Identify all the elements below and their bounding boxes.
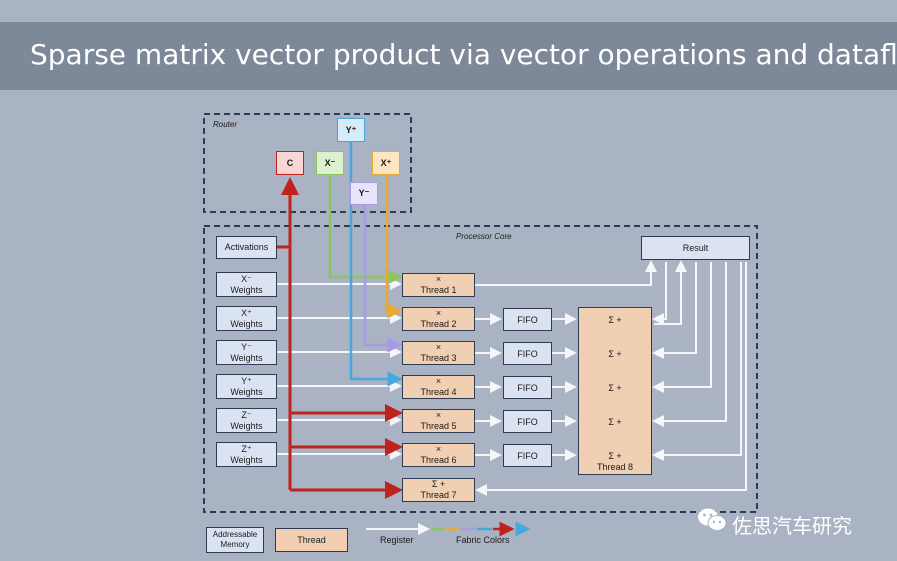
fifo-3: FIFO: [503, 376, 552, 399]
fabric-wire-xplus: [385, 176, 403, 319]
weights-dir: Y⁺: [241, 375, 252, 386]
fabric-wire-yplus: [349, 142, 403, 387]
wire-thread1-result: [475, 260, 657, 286]
fifo-label: FIFO: [517, 382, 538, 393]
sum-op-5: Σ +: [608, 451, 622, 461]
sum-op-4: Σ +: [608, 417, 622, 427]
fifo-label: FIFO: [517, 314, 538, 325]
weights-zplus: Z⁺ Weights: [216, 442, 277, 467]
port-yminus-label: Y⁻: [358, 188, 370, 198]
weights-dir: X⁻: [241, 273, 252, 284]
router-port-xminus: X⁻: [316, 151, 344, 175]
port-xminus-label: X⁻: [324, 157, 336, 168]
fifo-label: FIFO: [517, 416, 538, 427]
router-port-yminus: Y⁻: [350, 182, 378, 205]
legend-memory-box: Addressable Memory: [206, 527, 264, 553]
fifo-5: FIFO: [503, 444, 552, 467]
wire-sum1-result: [654, 260, 687, 325]
wire-result-thread7: [475, 262, 747, 496]
wechat-icon: [698, 508, 727, 531]
fifo-2: FIFO: [503, 342, 552, 365]
thread-label: Thread 4: [420, 387, 457, 397]
sum-op-1: Σ +: [608, 315, 622, 325]
weights-yplus: Y⁺ Weights: [216, 374, 277, 399]
port-c-label: C: [286, 158, 294, 168]
wire-result-sum4: [652, 262, 727, 427]
thread-5: × Thread 5: [402, 409, 475, 433]
thread-op: ×: [435, 274, 442, 284]
weights-label: Weights: [230, 352, 263, 363]
activations-box: Activations: [216, 236, 277, 259]
weights-label: Weights: [230, 420, 263, 431]
wire-result-sum5: [652, 262, 742, 461]
fifo-4: FIFO: [503, 410, 552, 433]
thread-2: × Thread 2: [402, 307, 475, 331]
thread-op: ×: [435, 410, 442, 420]
weights-dir: Z⁺: [241, 443, 252, 454]
watermark-text: 佐思汽车研究: [732, 514, 852, 538]
wire-activations-c: [277, 177, 299, 249]
fabric-wire-xminus: [328, 176, 403, 285]
legend-thread-box: Thread: [275, 528, 348, 552]
processor-core-region: [203, 225, 758, 513]
fifo-label: FIFO: [517, 348, 538, 359]
legend-memory-label: Addressable Memory: [212, 530, 258, 549]
thread-op: ×: [435, 342, 442, 352]
thread-label: Thread 1: [420, 285, 457, 295]
thread-label: Thread 2: [420, 319, 457, 329]
weights-label: Weights: [230, 284, 263, 295]
thread-op: ×: [435, 376, 442, 386]
weights-xplus: X⁺ Weights: [216, 306, 277, 331]
activations-label: Activations: [224, 242, 269, 252]
thread-label: Thread 5: [420, 421, 457, 431]
weights-dir: Z⁻: [241, 409, 252, 420]
thread-op: Σ +: [431, 479, 446, 489]
thread-8: Σ + Σ + Σ + Σ + Σ + Thread 8: [578, 307, 652, 475]
wire-result-sum1: [652, 262, 667, 325]
weights-label: Weights: [230, 386, 263, 397]
thread-4: × Thread 4: [402, 375, 475, 399]
thread-label: Thread 7: [420, 490, 457, 500]
port-yplus-label: Y⁺: [345, 124, 357, 135]
sum-thread-label: Thread 8: [596, 462, 634, 472]
thread-3: × Thread 3: [402, 341, 475, 365]
router-port-yplus: Y⁺: [337, 118, 365, 142]
fifo-1: FIFO: [503, 308, 552, 331]
result-box: Result: [641, 236, 750, 260]
router-label: Router: [213, 120, 238, 129]
weights-xminus: X⁻ Weights: [216, 272, 277, 297]
processor-core-label: Processor Core: [456, 232, 512, 241]
legend-fabric-label: Fabric Colors: [456, 535, 510, 545]
port-xplus-label: X⁺: [380, 157, 392, 168]
router-region: [203, 113, 412, 213]
title-bar: [0, 22, 897, 90]
thread-op: ×: [435, 308, 442, 318]
result-label: Result: [682, 242, 709, 253]
sum-op-3: Σ +: [608, 383, 622, 393]
thread-7: Σ + Thread 7: [402, 478, 475, 502]
thread-1: × Thread 1: [402, 273, 475, 297]
fabric-wire-yminus: [363, 205, 403, 353]
thread-6: × Thread 6: [402, 443, 475, 467]
router-port-xplus: X⁺: [372, 151, 400, 175]
weights-label: Weights: [230, 318, 263, 329]
weights-label: Weights: [230, 454, 263, 465]
weights-yminus: Y⁻ Weights: [216, 340, 277, 365]
router-port-c: C: [276, 151, 304, 175]
wire-result-sum2: [652, 262, 697, 359]
page-title: Sparse matrix vector product via vector …: [30, 38, 897, 71]
sum-op-2: Σ +: [608, 349, 622, 359]
wire-result-sum3: [652, 262, 712, 393]
weights-dir: Y⁻: [241, 341, 252, 352]
thread-label: Thread 6: [420, 455, 457, 465]
weights-zminus: Z⁻ Weights: [216, 408, 277, 433]
legend-register-label: Register: [380, 535, 414, 545]
thread-label: Thread 3: [420, 353, 457, 363]
fifo-label: FIFO: [517, 450, 538, 461]
legend-thread-label: Thread: [297, 534, 326, 545]
weights-dir: X⁺: [241, 307, 252, 318]
thread-op: ×: [435, 444, 442, 454]
